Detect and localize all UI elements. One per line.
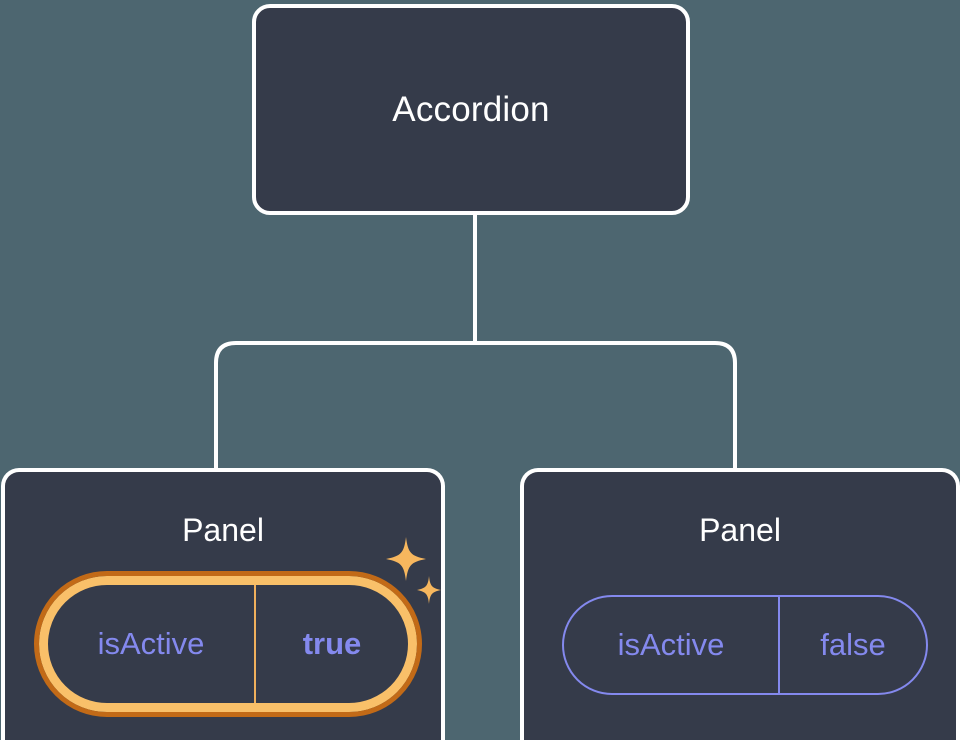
connector-branch (214, 341, 737, 470)
prop-value: false (820, 627, 886, 662)
prop-pill-isactive-true[interactable]: isActive true (34, 571, 422, 717)
node-panel-inactive[interactable]: Panel isActive false (520, 468, 960, 740)
prop-pill-isactive-false[interactable]: isActive false (562, 595, 928, 695)
node-title: Accordion (392, 89, 550, 129)
node-accordion[interactable]: Accordion (252, 4, 690, 215)
prop-key: isActive (48, 585, 256, 703)
node-title: Panel (699, 512, 781, 548)
prop-key: isActive (564, 597, 780, 693)
node-title: Panel (182, 512, 264, 548)
prop-value: true (302, 626, 362, 661)
node-panel-active[interactable]: Panel isActive true (1, 468, 445, 740)
